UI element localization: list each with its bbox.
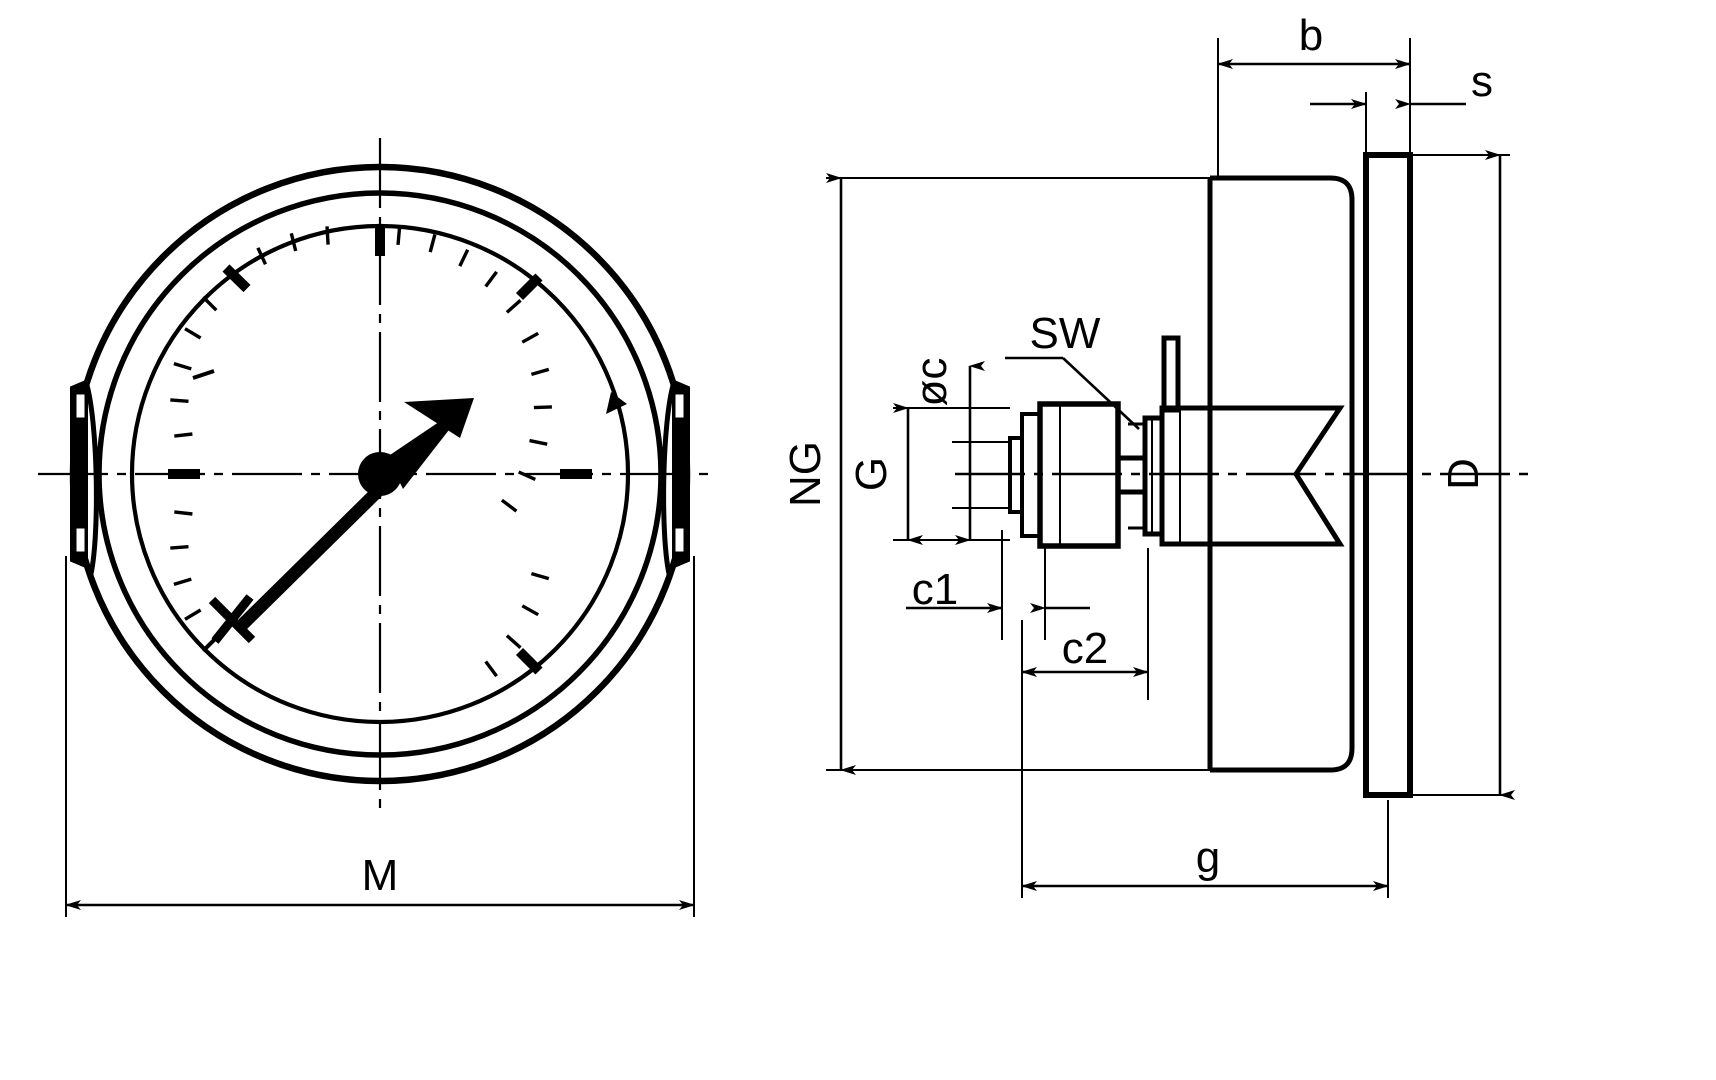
case-mounting-tab [1161,335,1181,413]
front-view-group: M [38,138,712,917]
mounting-clip-right [661,378,690,579]
dimension-g: g [1021,620,1389,898]
dim-SW-leader [1062,357,1140,430]
dim-D-label: D [1439,458,1488,490]
side-view-group: SW NG G øc c1 [781,11,1530,898]
dim-SW-label: SW [1030,309,1101,358]
dimension-c2: c2 [1021,548,1149,700]
case-inner-block [1159,405,1345,547]
dim-g-label: g [1196,833,1220,882]
dial-minor-ticks [170,226,552,678]
dim-s-label: s [1471,57,1493,106]
dim-phic-label: øc [907,358,956,407]
dimension-s: s [1310,57,1493,160]
gauge-pointer [236,398,474,631]
dimension-c1: c1 [906,530,1090,640]
dim-c2-label: c2 [1062,624,1108,673]
dimension-D: D [1410,150,1515,800]
dimension-NG: NG [781,173,1210,775]
dim-c1-label: c1 [912,565,958,614]
scale-max-marker [606,392,627,414]
zero-adjust-cross [208,594,256,644]
mounting-clip-left [70,378,99,579]
dimension-phi-c: øc [907,358,1010,545]
dimension-SW: SW [1005,309,1140,430]
front-flange [1363,152,1413,798]
dim-M-label: M [362,851,399,900]
gauge-case-body [1207,175,1355,773]
process-connection [1008,401,1165,549]
bezel-inner-ring [96,190,664,758]
dimension-M: M [65,556,695,917]
dim-G-label: G [847,457,896,491]
dim-NG-label: NG [781,441,830,507]
dimension-G: G [847,403,1010,545]
pointer-hub [358,452,402,496]
dim-b-label: b [1299,11,1323,60]
